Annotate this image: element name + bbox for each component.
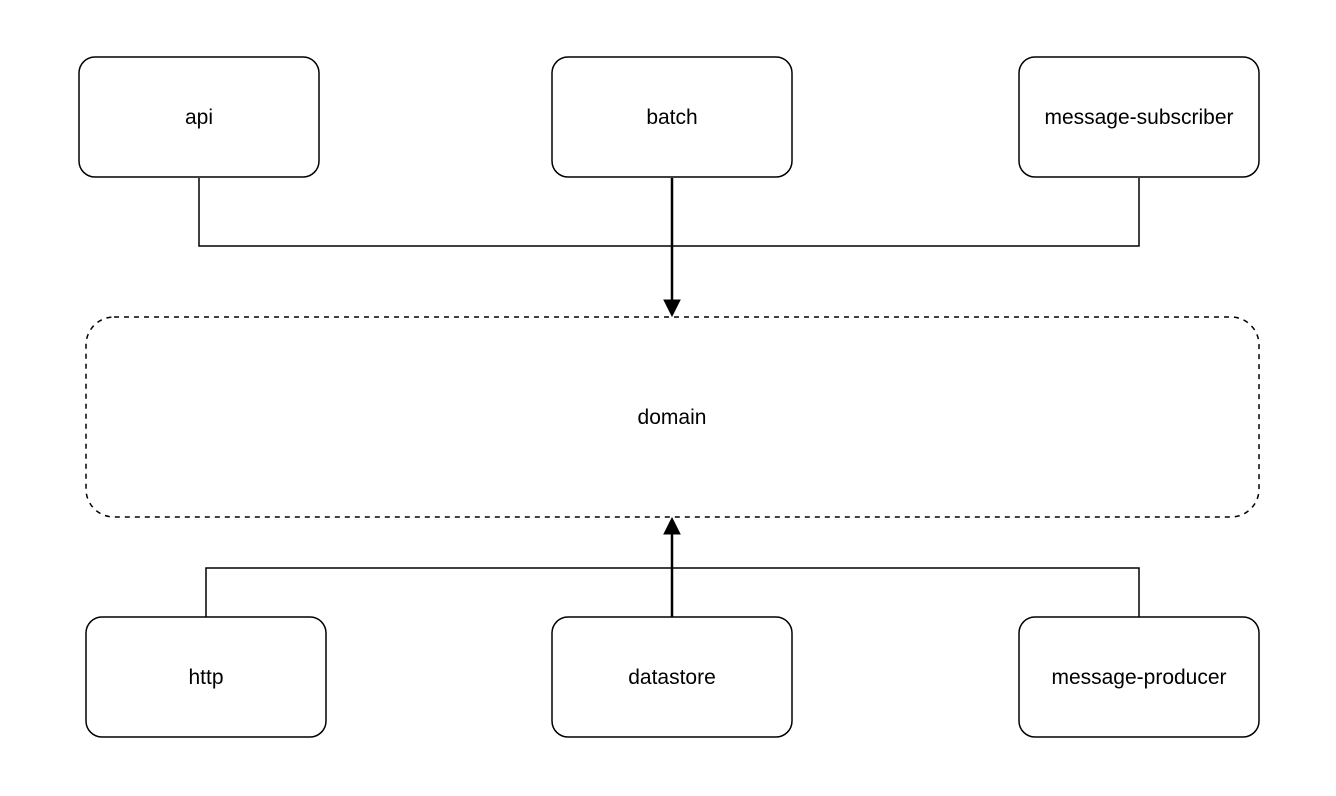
node-message-producer-box xyxy=(1018,616,1260,738)
node-message-subscriber-box xyxy=(1018,56,1260,178)
node-http-box xyxy=(85,616,327,738)
node-datastore-box xyxy=(551,616,793,738)
arrow-into-domain-bottom xyxy=(663,516,681,535)
arrow-into-domain-top xyxy=(663,299,681,318)
node-message-producer[interactable]: message-producer xyxy=(1018,616,1260,738)
node-batch-box xyxy=(551,56,793,178)
node-api[interactable]: api xyxy=(78,56,320,178)
node-batch[interactable]: batch xyxy=(551,56,793,178)
node-message-producer-label: message-producer xyxy=(1051,666,1226,689)
edge-message-producer-to-bus xyxy=(672,567,1140,617)
node-http[interactable]: http xyxy=(85,616,327,738)
node-datastore[interactable]: datastore xyxy=(551,616,793,738)
node-message-subscriber[interactable]: message-subscriber xyxy=(1018,56,1260,178)
node-http-label: http xyxy=(188,666,223,689)
bottom-connectors xyxy=(205,516,1140,617)
edge-http-to-bus xyxy=(205,567,672,617)
node-domain-box xyxy=(85,316,1260,518)
node-datastore-label: datastore xyxy=(628,666,716,689)
node-batch-label: batch xyxy=(646,106,697,129)
node-api-box xyxy=(78,56,320,178)
node-api-label: api xyxy=(185,106,213,129)
node-domain-label: domain xyxy=(638,406,707,429)
edge-message-subscriber-to-bus xyxy=(672,178,1140,247)
top-connectors xyxy=(198,178,1140,318)
node-domain[interactable]: domain xyxy=(85,316,1260,518)
edge-api-to-bus xyxy=(198,178,672,247)
node-message-subscriber-label: message-subscriber xyxy=(1044,106,1233,129)
